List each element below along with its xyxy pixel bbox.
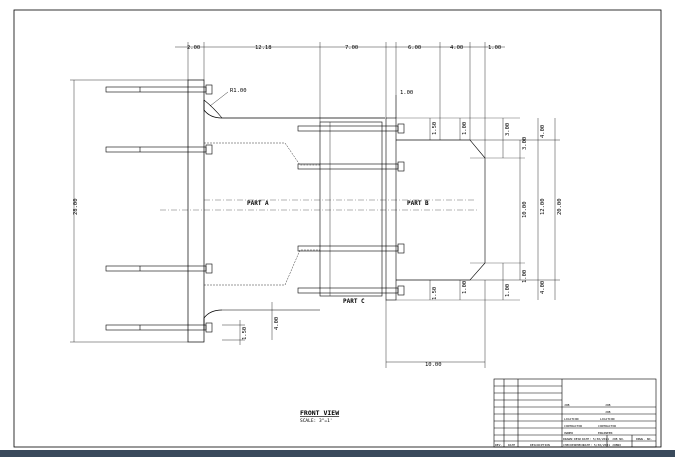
dim-right-lower-small: 1.00: [505, 284, 511, 297]
top-dimension-lines: [175, 42, 505, 158]
dim-top-4: 6.00: [408, 45, 421, 51]
tb-job2: JOB: [605, 410, 611, 414]
tb-checked-by: CHECK: [575, 443, 584, 447]
part-c-block: [319, 121, 383, 297]
part-labels: PART A PART B PART C: [247, 200, 429, 305]
tb-engineer-value: ENGINEER: [598, 431, 613, 435]
dim-right-1: 1.00: [522, 270, 528, 283]
part-c-label: PART C: [343, 298, 365, 305]
tb-checked-date: DATE: 5/30/2021: [583, 443, 610, 447]
part-b-flange: [385, 117, 397, 301]
dim-bottom-1-50: 1.50: [242, 327, 248, 340]
dim-right-lower-4: 4.00: [540, 281, 546, 294]
dim-bottom-4-00: 4.00: [274, 317, 280, 330]
tb-location-value: LOCATION: [600, 417, 615, 421]
tb-contractor-value: CONTRACTOR: [598, 424, 616, 428]
dim-top-3: 7.00: [345, 45, 358, 51]
title-block: [493, 378, 657, 448]
dim-top-5: 4.00: [450, 45, 463, 51]
tb-contractor-label: CONTRACTOR: [564, 424, 582, 428]
tb-job-value: JOB: [605, 403, 611, 407]
radius-arc: [203, 99, 223, 119]
dim-right-4: 4.00: [540, 125, 546, 138]
part-a-label: PART A: [247, 200, 269, 207]
center-dimension-lines: [429, 118, 461, 300]
title-block-text: JOB JOB JOB LOCATION LOCATION CONTRACTOR…: [495, 403, 652, 447]
dim-top-1: 2.00: [187, 45, 200, 51]
tb-job-no-label: JOB NO.: [612, 437, 625, 441]
tb-dwg-no-label: DRWG. NO.: [636, 437, 652, 441]
tb-location-label: LOCATION: [564, 417, 579, 421]
tb-drawn-date: DATE: 5/30/2021: [582, 437, 609, 441]
dim-radius: R1.00: [230, 88, 247, 94]
tb-owner-label: OWNER: [564, 431, 573, 435]
dim-right-12: 12.00: [540, 198, 546, 215]
tb-job-label: JOB: [564, 403, 570, 407]
dim-top-2: 12.18: [255, 45, 272, 51]
window-bottom-bar: [0, 450, 675, 457]
dim-overall-height: 28.00: [73, 198, 79, 215]
view-scale: SCALE: 3"=1': [300, 418, 333, 424]
dim-center-bottom-1-50: 1.50: [432, 287, 438, 300]
end-plate: [187, 79, 205, 343]
part-a-hidden-bottom: [204, 249, 320, 286]
sheet-border: [13, 9, 662, 448]
dim-right-3b: 3.00: [505, 123, 511, 136]
center-bolts: [297, 123, 405, 296]
right-dimension-lines: [396, 118, 560, 300]
dim-right-20: 20.00: [557, 198, 563, 215]
part-a-hidden-top: [204, 142, 320, 166]
dim-right-3: 3.00: [522, 137, 528, 150]
dim-top-6: 1.00: [488, 45, 501, 51]
dim-center-bottom-1-00: 1.00: [462, 281, 468, 294]
left-dimension-lines: [70, 79, 188, 343]
radius-leader: [209, 91, 229, 107]
bottom-dimension-lines: [222, 95, 486, 368]
tb-drawn-by: DESK: [574, 437, 581, 441]
view-title: FRONT VIEW: [300, 409, 339, 417]
tb-date-label: DATE: [508, 443, 515, 447]
dimension-labels: 2.00 12.18 7.00 6.00 4.00 1.00 1.00 R1.0…: [73, 45, 563, 368]
part-b-label: PART B: [407, 200, 429, 207]
dim-center-1-00: 1.00: [462, 122, 468, 135]
left-bolts: [105, 84, 213, 333]
tb-rev-label: REV.: [495, 443, 502, 447]
dim-center-1-50: 1.50: [432, 122, 438, 135]
dim-bottom-width: 10.00: [425, 362, 442, 368]
tb-description-label: DESCRIPTION: [530, 443, 550, 447]
part-a-outline: [203, 100, 385, 330]
tb-drawn-label: DRAWN:: [563, 437, 574, 441]
dim-right-10: 10.00: [522, 201, 528, 218]
tb-checked-label: CHECKED:: [563, 443, 578, 447]
dim-offset: 1.00: [400, 90, 413, 96]
tb-job-no-value: JOBNO: [612, 443, 621, 447]
